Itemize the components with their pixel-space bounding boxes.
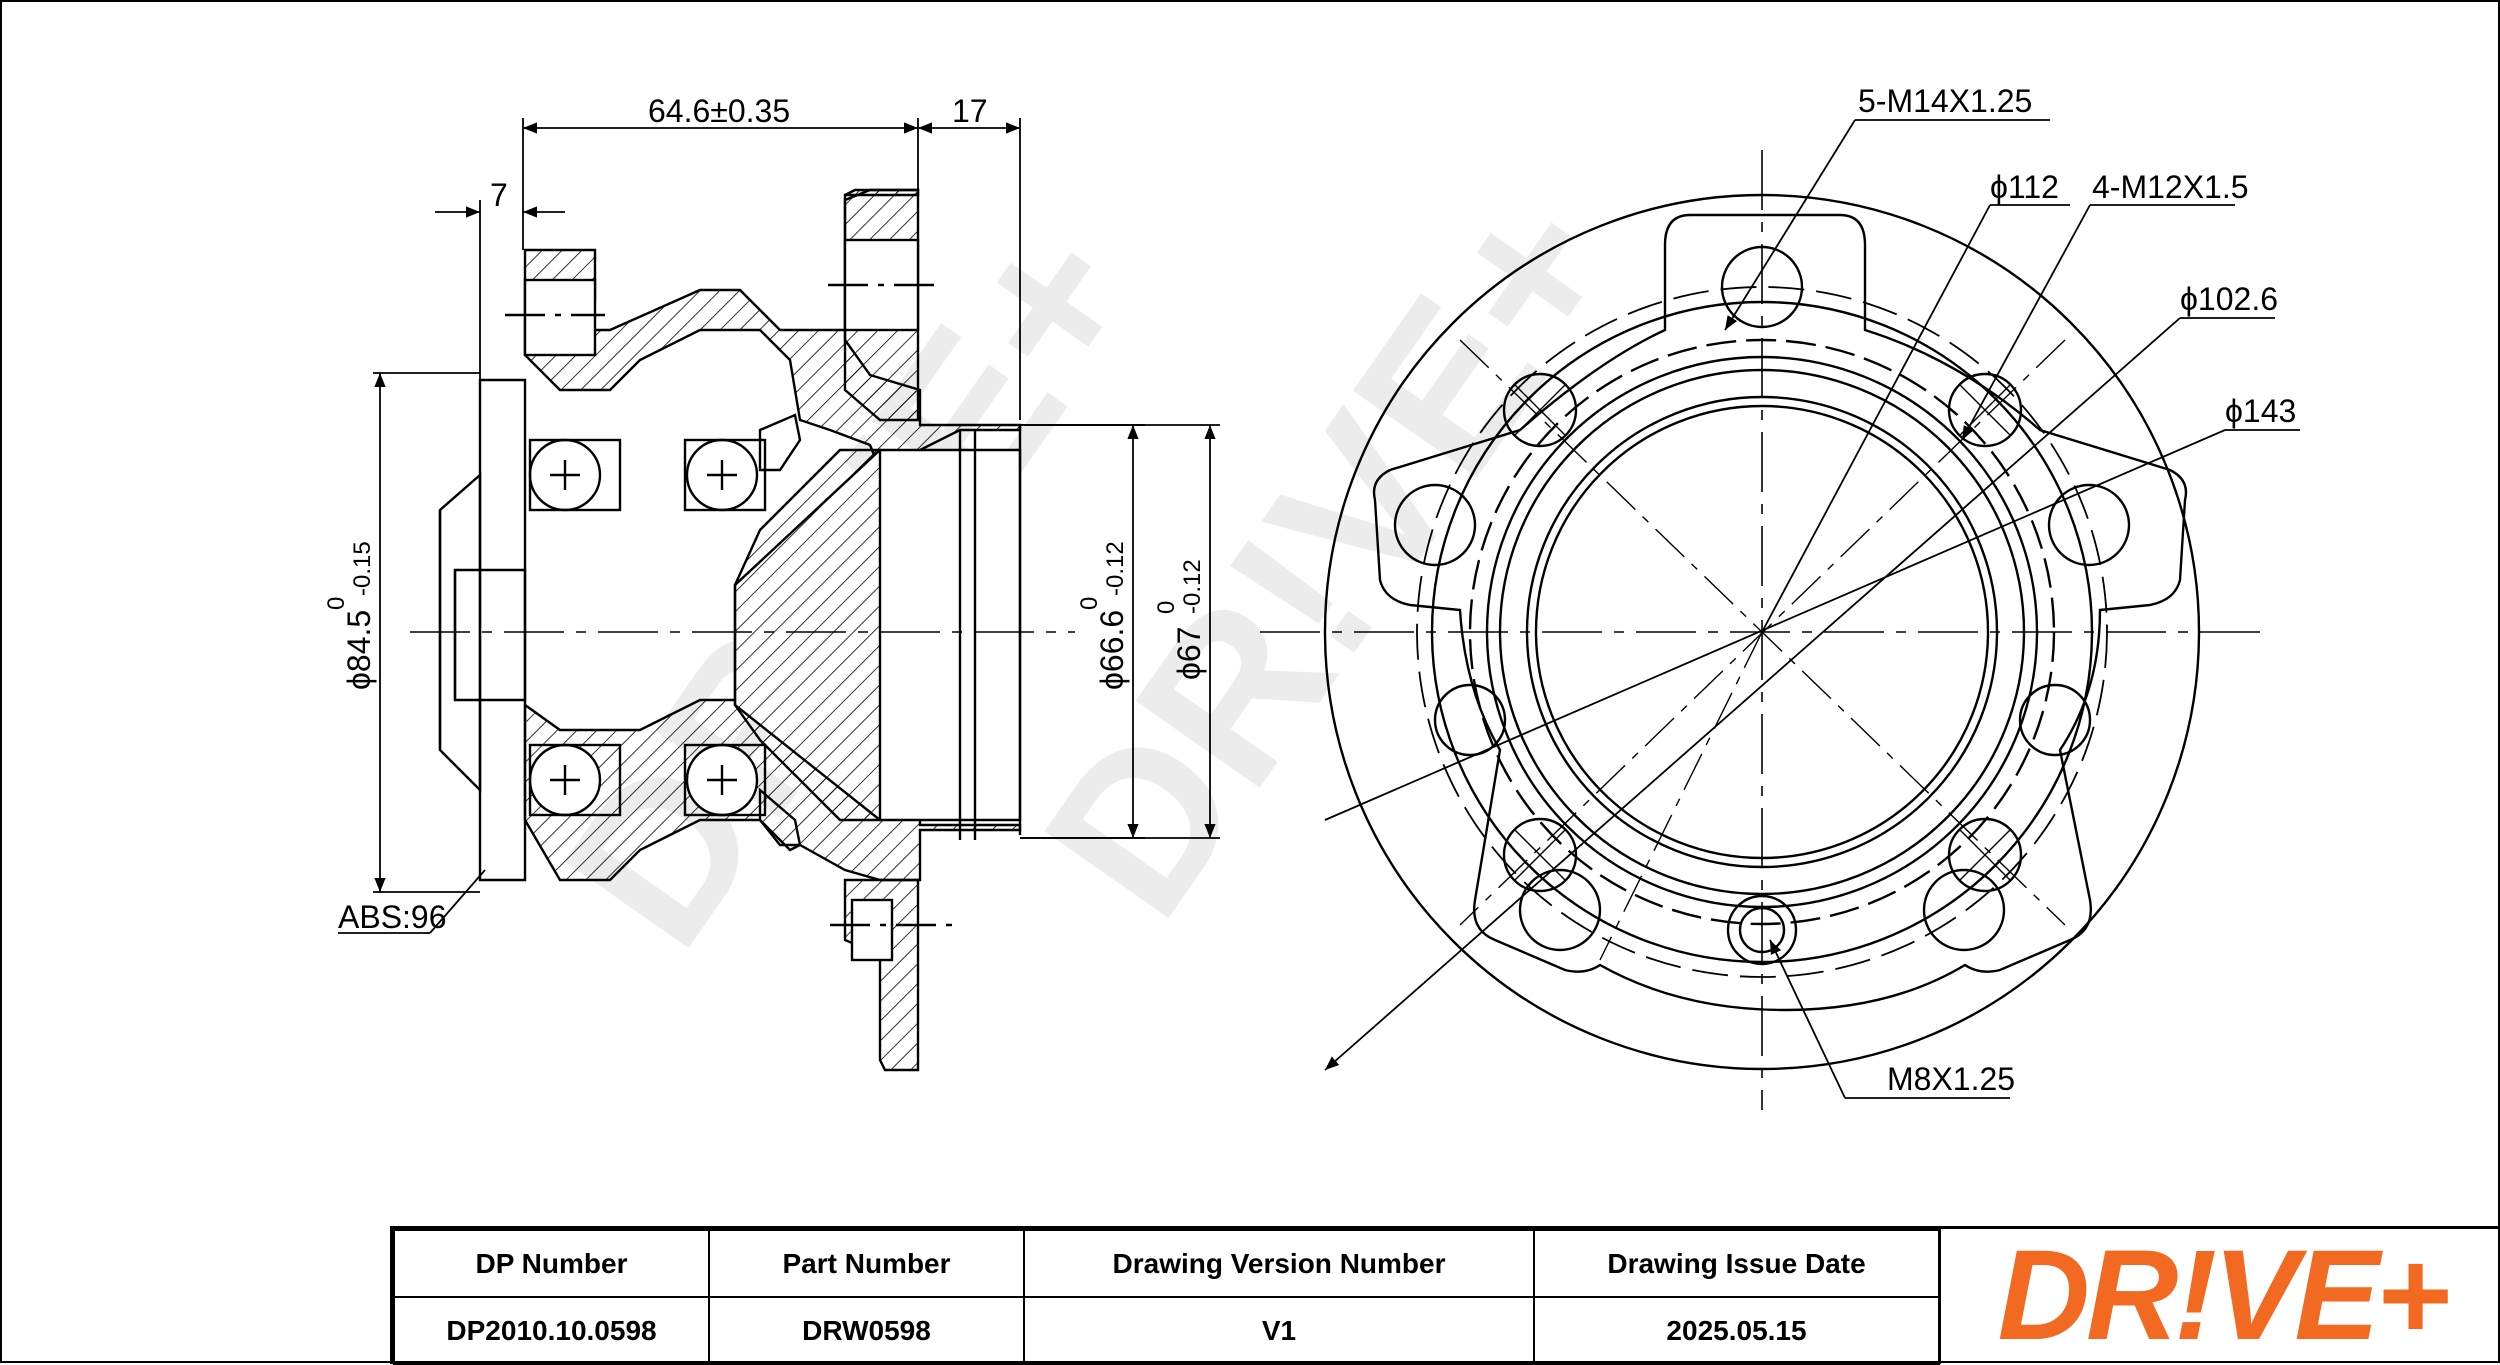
title-table: DP Number Part Number Drawing Version Nu… [393, 1229, 1940, 1365]
front-view-dimensions [1324, 119, 2300, 1099]
stud-hole-2 [1393, 483, 1477, 567]
dim-dia-66-lower: -0.12 [1102, 541, 1129, 596]
label-thread-m8: M8X1.25 [1887, 1061, 2015, 1097]
flange-stud-hole-lower [850, 898, 894, 962]
title-block: DP Number Part Number Drawing Version Nu… [390, 1226, 2500, 1365]
dim-dia-66-upper: 0 [1076, 597, 1103, 610]
flange-outline [1372, 213, 2188, 1012]
stud-hole-3 [2047, 483, 2131, 567]
abs-ring [478, 378, 527, 882]
dim-dia-67-lower: -0.12 [1179, 559, 1206, 614]
dim-dia-84-main: ϕ84.5 [341, 610, 377, 690]
bolt-hole-3 [1502, 817, 1578, 893]
bolt-hole-2 [1947, 372, 2023, 448]
hub-section-view [410, 188, 1075, 1072]
drive-logo: DR!VE+ [1997, 1237, 2451, 1357]
m8-hole [1726, 894, 1798, 966]
dim-dia-67-main: ϕ67 [1171, 626, 1207, 680]
value-dp-number: DP2010.10.0598 [393, 1296, 710, 1365]
label-dia-102: ϕ102.6 [2180, 281, 2278, 317]
dim-dia-84-upper: 0 [323, 597, 350, 610]
logo-cell: DR!VE+ [1938, 1229, 2500, 1364]
hub-web [733, 448, 882, 822]
dim-dia-84-lower: -0.15 [349, 541, 376, 596]
header-drawing-version: Drawing Version Number [1023, 1229, 1535, 1298]
header-issue-date: Drawing Issue Date [1533, 1229, 1940, 1298]
label-dia-143: ϕ143 [2225, 393, 2296, 429]
header-part-number: Part Number [708, 1229, 1025, 1298]
dim-dia-67-upper: 0 [1153, 601, 1180, 614]
logo-text: DR!VE+ [1997, 1237, 2447, 1357]
dim-length: 64.6±0.35 [648, 93, 790, 129]
stud-hole-4 [1518, 868, 1602, 952]
header-dp-number: DP Number [393, 1229, 710, 1298]
dim-flange-thickness: 17 [952, 93, 988, 129]
dim-dia-66-main: ϕ66.6 [1094, 610, 1130, 690]
dim-abs: ABS:96 [338, 899, 447, 935]
value-issue-date: 2025.05.15 [1533, 1296, 1940, 1365]
label-thread-5: 5-M14X1.25 [1858, 83, 2032, 119]
value-part-number: DRW0598 [708, 1296, 1025, 1365]
value-drawing-version: V1 [1023, 1296, 1535, 1365]
label-pcd-112: ϕ112 [1990, 169, 2059, 205]
label-thread-4: 4-M12X1.5 [2092, 169, 2249, 205]
dim-offset: 7 [490, 177, 508, 213]
stud-hole-5 [1922, 868, 2006, 952]
side-view-dimensions [338, 118, 1220, 934]
bolt-hole-4 [1947, 817, 2023, 893]
bolt-hole-1 [1502, 372, 1578, 448]
